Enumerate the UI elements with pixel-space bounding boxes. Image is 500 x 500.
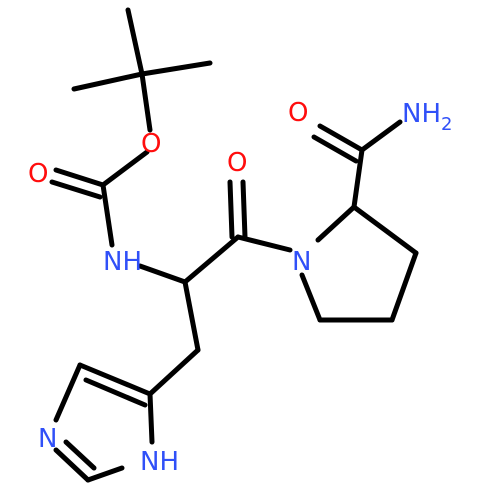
atom-nh-imidazole: NH <box>140 447 179 477</box>
atom-n-amide: NH <box>103 247 142 277</box>
bond-amide-double-2 <box>311 134 359 164</box>
bond-ring-n-c2 <box>315 204 357 243</box>
bond-im-n3-c2-double-2 <box>63 439 97 471</box>
bond-carbamate-n <box>100 182 115 248</box>
atom-o-carboxamide: O <box>288 98 308 128</box>
bond-tbu-methyl-left <box>71 71 145 92</box>
bond-calpha-carbonyl <box>182 234 241 285</box>
bond-carbonyl-n <box>235 234 293 253</box>
atom-n-imidazole: N <box>38 424 57 454</box>
bond-carbamate-double-2 <box>49 179 103 200</box>
bond-ring-c3-c4 <box>389 250 419 323</box>
bond-c2-amide-c <box>351 147 365 210</box>
bond-ring-c2-c3 <box>351 204 419 256</box>
bond-o-carbamate-c <box>100 149 150 188</box>
atom-n-pyrrolidine: N <box>292 247 311 277</box>
bond-n-calpha <box>137 263 188 285</box>
bond-im-c4-c5-double-1 <box>77 362 153 397</box>
bond-carbonyl-double-2 <box>240 179 248 240</box>
nh2-label: NH <box>402 99 441 129</box>
bond-im-c5-n3 <box>53 362 83 423</box>
bond-cbeta-imidazole <box>147 347 201 397</box>
bond-carbonyl-double-1 <box>227 179 235 240</box>
bond-tbu-o <box>139 71 153 133</box>
nh2-subscript: 2 <box>441 114 452 135</box>
bond-ring-c5-n <box>299 272 323 323</box>
bond-calpha-cbeta <box>182 279 201 353</box>
bond-tbu-methyl-right <box>139 60 213 77</box>
bond-im-c2-n1 <box>85 465 125 483</box>
atom-o-carbonyl-boc: O <box>28 159 48 189</box>
atom-o-ester: O <box>141 129 161 159</box>
bond-im-c4-c5-double-2 <box>83 377 148 408</box>
bond-carbamate-double-1 <box>53 167 106 188</box>
bond-im-n1-c4 <box>147 391 155 445</box>
bond-tbu-methyl-top <box>125 7 145 77</box>
atom-n-carboxamide: NH2 <box>402 99 452 135</box>
bond-im-n3-c2-double-1 <box>53 447 91 483</box>
bond-amide-double-1 <box>317 123 365 153</box>
bond-amide-c-n <box>359 119 403 153</box>
atom-o-carbonyl-mid: O <box>227 148 247 178</box>
